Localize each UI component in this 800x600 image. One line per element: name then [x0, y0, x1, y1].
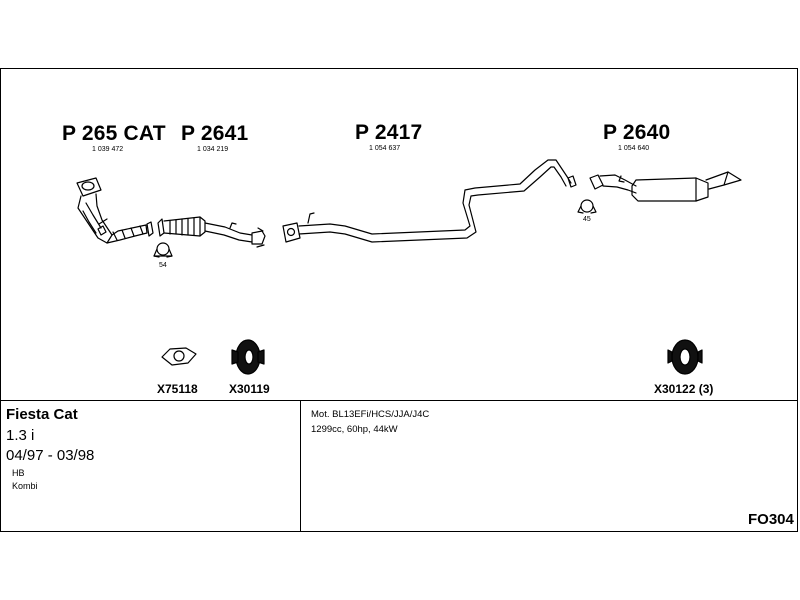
rear-silencer	[589, 171, 742, 202]
part-number-front-pipe: P 2641	[181, 122, 249, 145]
part-ref-front-pipe: 1 034 219	[197, 146, 229, 153]
part-ref-cat: 1 039 472	[92, 146, 124, 153]
horizontal-divider	[0, 400, 798, 401]
part-number-middle-pipe: P 2417	[355, 121, 423, 144]
diagram-frame	[0, 68, 798, 532]
rubber-mount-label: X30119	[229, 382, 270, 396]
part-ref-rear-silencer: 1 054 640	[618, 145, 650, 152]
vertical-divider	[300, 400, 301, 532]
vehicle-model: Fiesta Cat	[6, 406, 78, 423]
clamp-45	[577, 199, 597, 214]
catalytic-converter	[76, 177, 154, 244]
part-ref-middle-pipe: 1 054 637	[369, 145, 401, 152]
vehicle-body-kombi: Kombi	[12, 481, 38, 491]
gasket-label: X75118	[157, 382, 198, 396]
rubber-mount	[231, 339, 265, 375]
diagram-code: FO304	[748, 511, 794, 528]
vehicle-years: 04/97 - 03/98	[6, 447, 95, 464]
hanger	[667, 339, 703, 375]
middle-pipe	[282, 159, 577, 243]
motor-specs: 1299cc, 60hp, 44kW	[311, 424, 398, 435]
gasket	[161, 347, 197, 366]
clamp-count-right: 45	[583, 216, 591, 223]
clamp-count-left: 54	[159, 262, 167, 269]
vehicle-body-hb: HB	[12, 468, 25, 478]
part-number-rear-silencer: P 2640	[603, 121, 671, 144]
hanger-label: X30122 (3)	[654, 382, 714, 396]
vehicle-engine: 1.3 i	[6, 427, 35, 444]
front-pipe	[157, 216, 266, 248]
clamp-54	[153, 242, 173, 258]
part-number-cat: P 265 CAT	[62, 122, 166, 145]
motor-code: Mot. BL13EFi/HCS/JJA/J4C	[311, 409, 430, 420]
